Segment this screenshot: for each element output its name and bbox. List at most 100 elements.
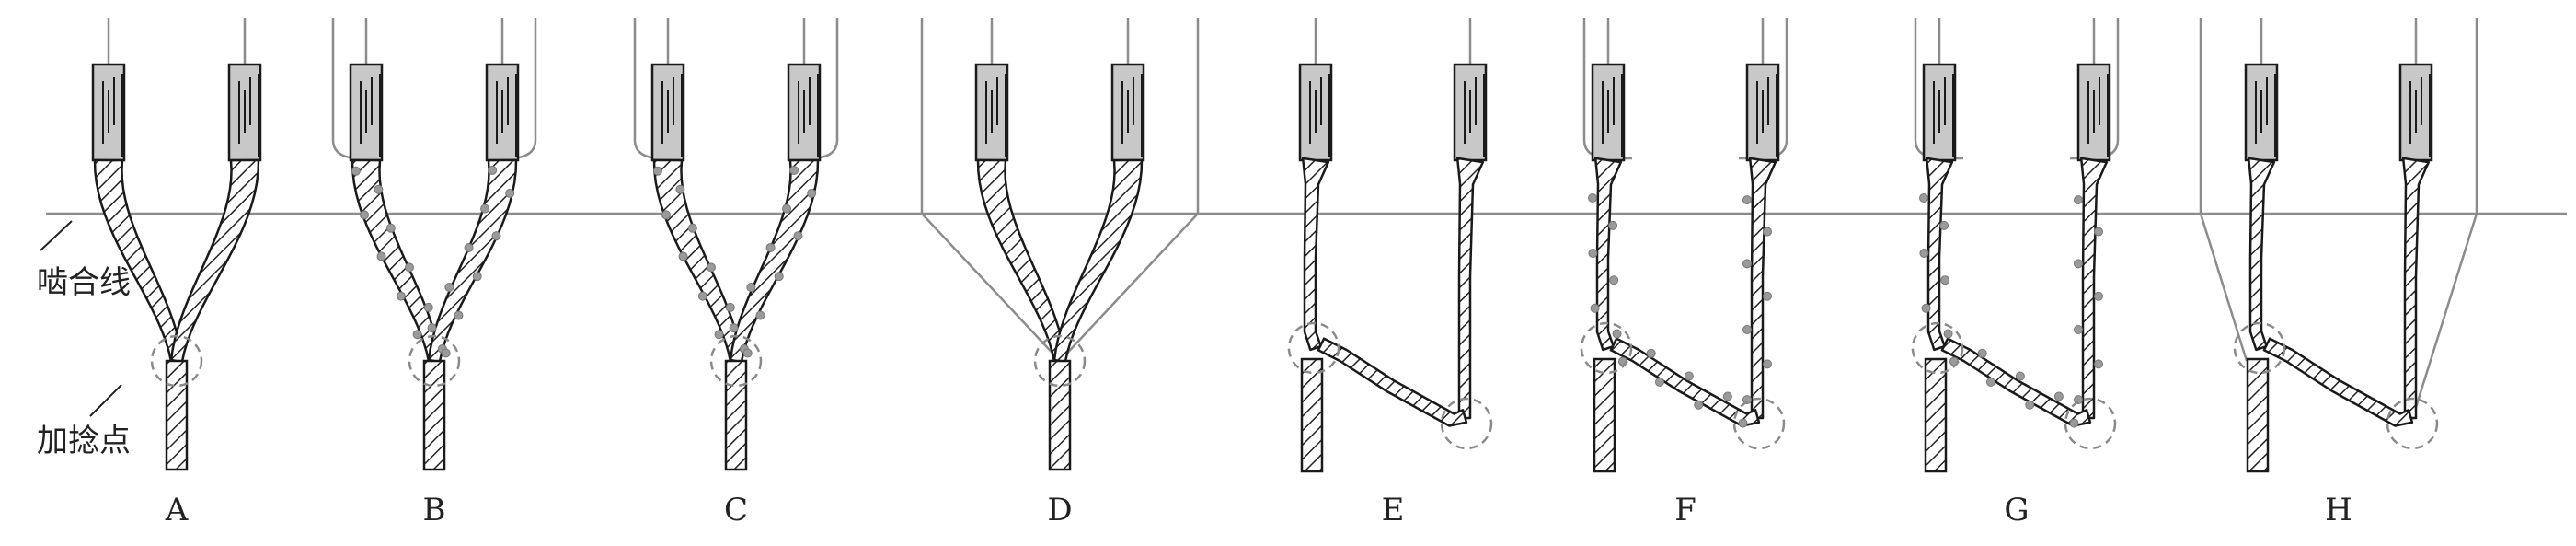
panel-label: F	[1674, 492, 1696, 529]
wrap-left-bead	[385, 223, 396, 233]
wrap-right-bead	[2074, 195, 2083, 205]
wrap-right-bead	[444, 283, 454, 293]
panel-label: B	[423, 492, 446, 529]
nip-line-annotation: 啮合线	[37, 220, 131, 301]
strand-right	[2079, 157, 2109, 420]
funnel-right	[1059, 18, 1200, 362]
panel-H: H	[2199, 18, 2478, 529]
strand-right	[427, 158, 518, 364]
wrap-left-bead	[376, 251, 386, 261]
twist-circle	[1033, 334, 1087, 388]
panel-label: A	[165, 492, 189, 529]
wrap-right-bead	[464, 242, 474, 252]
strand-left	[2247, 157, 2276, 352]
wrap-left-bead	[714, 330, 724, 340]
wrap-left-bead	[404, 262, 414, 273]
strand-right	[169, 158, 260, 364]
wrap-left-bead	[423, 302, 433, 312]
yarn	[1924, 357, 1948, 473]
twist-circle-lower	[2064, 397, 2117, 450]
wrap-right-bead	[472, 272, 482, 282]
wrap-left-bead	[1921, 303, 1931, 313]
wrap-right-bead	[2094, 227, 2103, 237]
strand-right	[1052, 158, 1144, 364]
wrap-left-bead	[374, 184, 384, 194]
wrap-right-bead	[491, 231, 501, 241]
strand-left	[1925, 157, 1954, 352]
wrap-right-bead	[1742, 325, 1752, 335]
twist-circle-lower	[1440, 397, 1493, 450]
wrap-right-bead	[488, 165, 498, 175]
panel-label: E	[1382, 492, 1405, 529]
wrap-left-bead	[687, 223, 697, 233]
yarn	[724, 359, 748, 471]
wrap-left-bead	[360, 210, 370, 220]
wrap-left-bead	[675, 184, 685, 194]
panel-F: F	[1580, 18, 1788, 529]
panel-label: D	[1047, 492, 1072, 529]
twist-circle	[709, 334, 763, 388]
panel-E: E	[1287, 18, 1493, 529]
strand-left	[976, 158, 1067, 364]
wrap-left-bead	[661, 210, 672, 220]
wrap-left-bead	[1943, 329, 1953, 339]
wrap-left-bead	[706, 262, 716, 273]
wrap-left-bead	[678, 251, 688, 261]
panel-label: C	[724, 492, 748, 529]
wrap-diagonal-bead	[1646, 348, 1656, 358]
wrap-right-bead	[2094, 359, 2103, 369]
wrap-diagonal-bead	[1977, 348, 1987, 358]
twist-circle-upper	[2233, 321, 2286, 375]
wrap-right-bead	[1742, 195, 1752, 205]
panel-C: C	[633, 18, 839, 529]
strand-right	[1748, 157, 1777, 420]
wrap-right-bead	[782, 203, 792, 214]
twist-circle-upper	[1911, 321, 1964, 375]
wrap-right-bead	[807, 188, 817, 198]
strand-left	[351, 158, 442, 364]
twist-point-leader	[89, 384, 122, 417]
twist-point-annotation: 加捻点	[37, 384, 131, 459]
wrap-left-bead	[1919, 193, 1929, 203]
funnel-left	[2199, 18, 2248, 362]
panel-A: A	[91, 18, 262, 529]
wrap-right-bead	[505, 188, 515, 198]
nip-line-label: 啮合线	[37, 264, 131, 301]
wrap-left-bead	[1939, 220, 1949, 230]
yarn	[1048, 359, 1072, 471]
wrap-right-bead	[789, 165, 799, 175]
wrap-right-bead	[2074, 325, 2083, 335]
wrap-left-bead	[1612, 329, 1622, 339]
wrap-left-bead	[1588, 193, 1598, 203]
yarn	[165, 359, 189, 471]
wrap-right-bead	[2074, 259, 2083, 269]
wrap-left-bead	[652, 166, 662, 176]
wrap-right-bead	[793, 231, 803, 241]
strand-right	[1455, 157, 1485, 420]
strand-right	[2401, 157, 2431, 420]
wrap-left-bead	[396, 291, 406, 301]
yarn	[1300, 357, 1324, 473]
panel-B: B	[331, 18, 537, 529]
panel-G: G	[1911, 18, 2120, 529]
wrap-right-bead	[729, 323, 739, 333]
wrap-left-bead	[697, 291, 707, 301]
strand-left	[93, 158, 184, 364]
strand-left	[1301, 157, 1330, 352]
funnel-right	[2410, 18, 2478, 420]
wrap-right-bead	[1763, 359, 1772, 369]
nip-line-leader	[40, 220, 73, 251]
twist-circle-upper	[1287, 321, 1340, 375]
wrap-diagonal-bead	[2069, 418, 2079, 428]
wrap-left-bead	[1609, 275, 1619, 285]
wrap-diagonal-bead	[1738, 418, 1748, 428]
wrap-diagonal-bead	[1722, 391, 1732, 401]
twist-circle-upper	[1580, 321, 1633, 375]
strand-left	[652, 158, 743, 364]
wrap-diagonal-bead	[1985, 377, 1995, 387]
wrap-right-bead	[427, 323, 437, 333]
funnel-left	[920, 18, 1061, 362]
wrap-right-bead	[1763, 291, 1772, 301]
